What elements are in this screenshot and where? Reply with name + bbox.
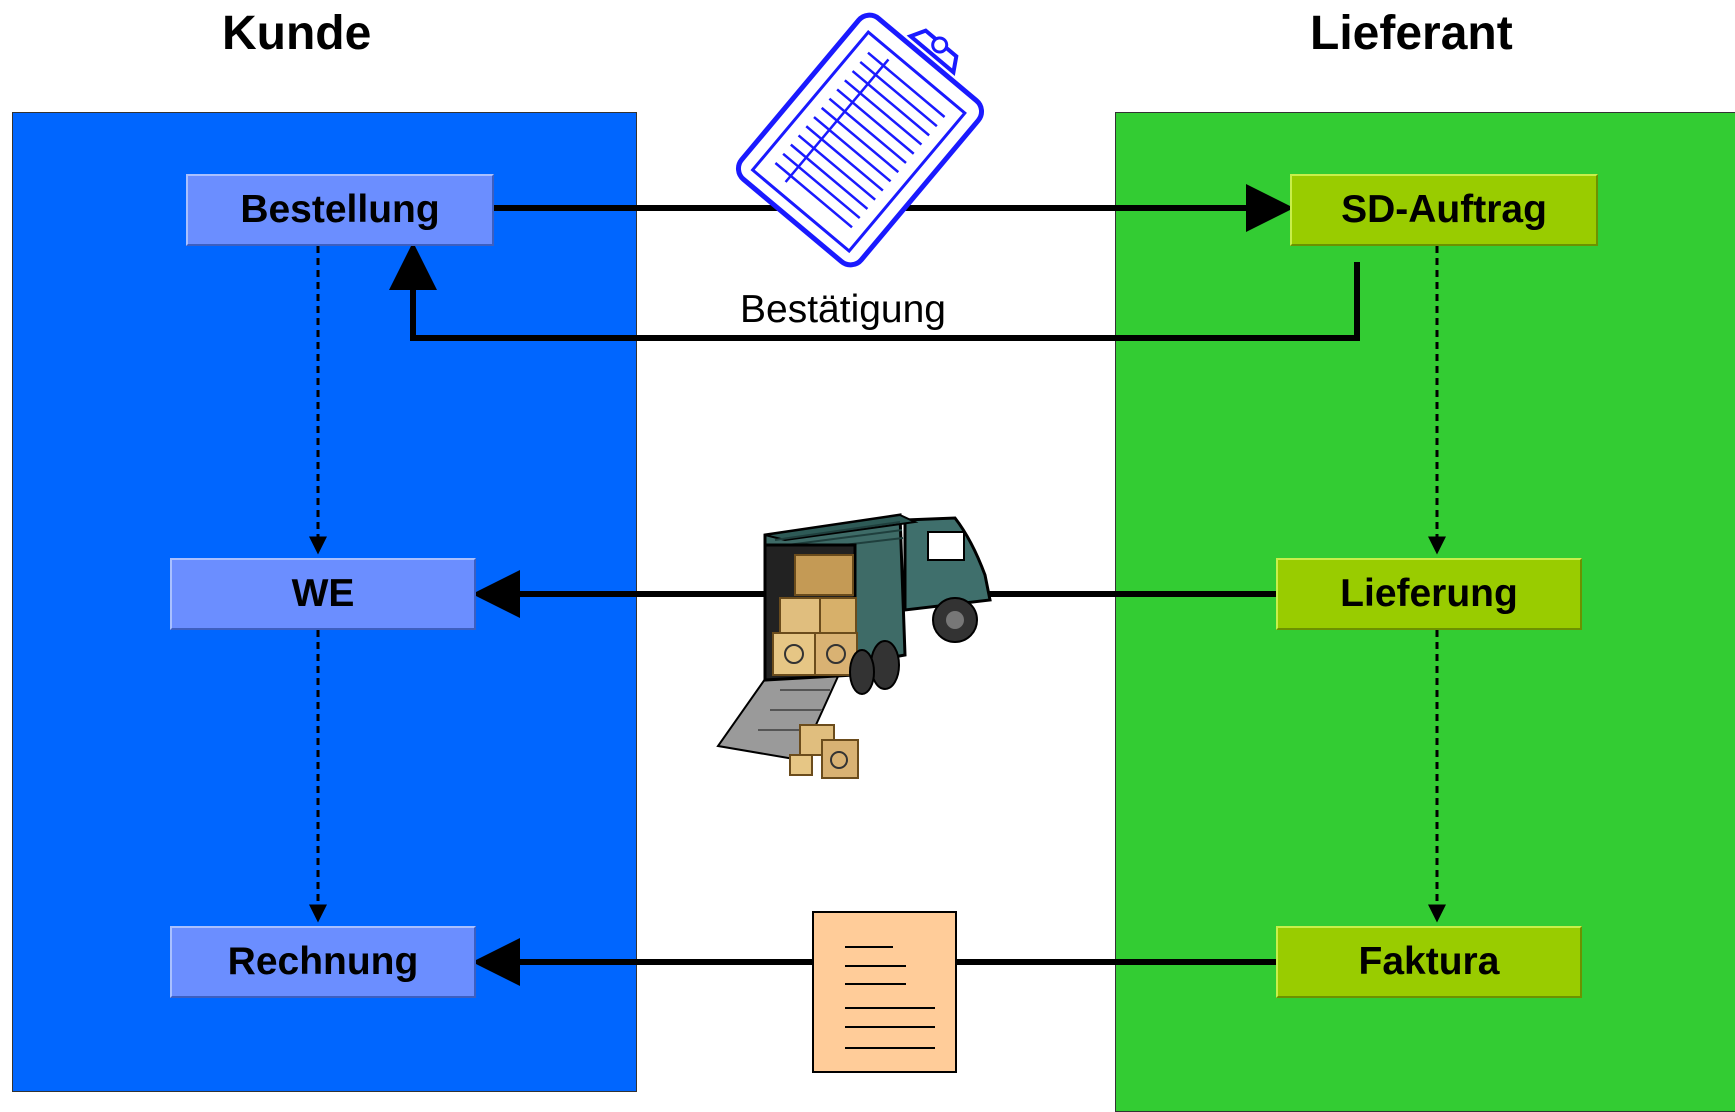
order-box: Bestellung [186,174,494,246]
goods-receipt-box: WE [170,558,476,630]
supplier-heading: Lieferant [1310,7,1513,60]
billing-box: Faktura [1276,926,1582,998]
delivery-box: Lieferung [1276,558,1582,630]
clipboard-icon [735,12,985,268]
confirmation-label: Bestätigung [740,288,946,331]
customer-heading: Kunde [222,7,372,60]
delivery-truck-icon [716,513,992,779]
invoice-box: Rechnung [170,926,476,998]
confirmation-arrow [389,242,1360,341]
sales-order-box: SD-Auftrag [1290,174,1598,246]
invoice-document-icon [812,911,957,1073]
